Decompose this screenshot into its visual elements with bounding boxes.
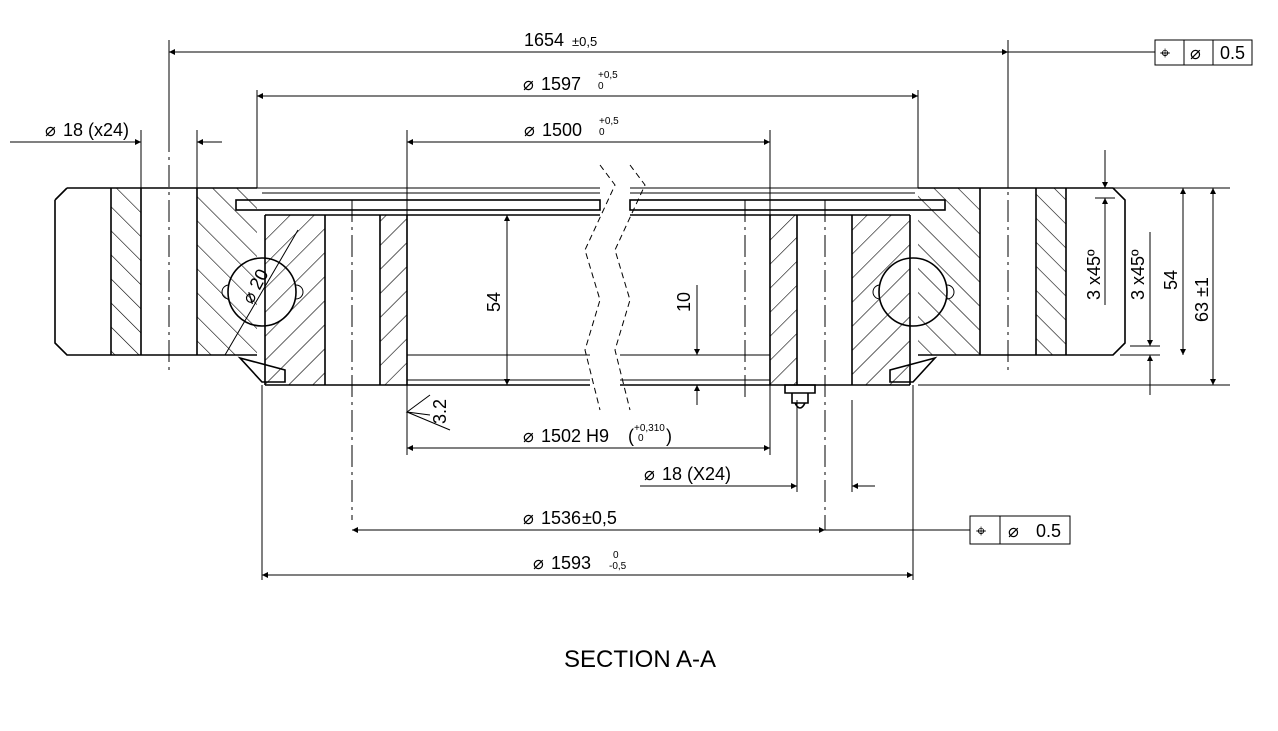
grease-nipple: [784, 384, 816, 409]
dim-1536: 1536: [541, 508, 581, 528]
dim-outer-holes: 18 (x24): [63, 120, 129, 140]
tolerance-value: 0.5: [1036, 521, 1061, 541]
dim-54-outer: 54: [1161, 270, 1181, 290]
dimension-lines: [10, 49, 1216, 578]
outer-ring-right: [918, 187, 1126, 356]
diameter-symbol: ⌀: [533, 553, 544, 573]
tol-lower: 0: [599, 127, 605, 138]
dim-1654: 1654: [524, 30, 564, 50]
tol-upper: 0: [613, 550, 619, 561]
diameter-symbol: ⌀: [524, 120, 535, 140]
dim-1500: 1500: [542, 120, 582, 140]
dim-inner-holes: 18 (X24): [662, 464, 731, 484]
ball-left: [227, 257, 297, 327]
paren: (: [628, 426, 634, 446]
tol-lower: -0,5: [609, 561, 627, 572]
diameter-symbol: ⌀: [644, 464, 655, 484]
tolerance-frame-top: ⌖ ⌀ 0.5: [1154, 39, 1253, 66]
dim-1654-tol: ±0,5: [572, 34, 597, 49]
dim-1593: 1593: [551, 553, 591, 573]
tolerance-value: 0.5: [1220, 43, 1245, 63]
diameter-symbol: ⌀: [45, 120, 56, 140]
position-icon: ⌖: [976, 521, 986, 541]
diameter-symbol: ⌀: [1190, 43, 1201, 63]
chamfer-top: 3 x45º: [1084, 249, 1104, 300]
diameter-symbol: ⌀: [523, 508, 534, 528]
position-icon: ⌖: [1160, 43, 1170, 63]
tol-upper: +0,310: [634, 423, 665, 434]
tol-lower: 0: [598, 81, 604, 92]
section-caption: SECTION A-A: [564, 646, 716, 673]
tol: ±0,5: [582, 508, 617, 528]
diameter-symbol: ⌀: [523, 74, 534, 94]
diameter-symbol: ⌀: [523, 426, 534, 446]
tol-upper: +0,5: [599, 116, 619, 127]
dim-63: 63 ±1: [1192, 277, 1212, 322]
outer-ring-left: [54, 187, 257, 356]
tol-lower: 0: [638, 433, 644, 444]
inner-ring: [257, 187, 918, 386]
roughness-3-2: 3.2: [430, 399, 450, 424]
dim-1502: 1502 H9: [541, 426, 609, 446]
dim-10: 10: [674, 292, 694, 312]
dim-1597: 1597: [541, 74, 581, 94]
dim-54-inner: 54: [484, 292, 504, 312]
seals: [235, 199, 946, 383]
diameter-symbol: ⌀: [1008, 521, 1019, 541]
tol-upper: +0,5: [598, 70, 618, 81]
chamfer-bottom: 3 x45º: [1128, 249, 1148, 300]
paren: ): [666, 426, 672, 446]
ball-right: [878, 257, 948, 327]
break-lines: [584, 164, 646, 411]
tolerance-frame-bottom: ⌖ ⌀ 0.5: [969, 515, 1071, 545]
